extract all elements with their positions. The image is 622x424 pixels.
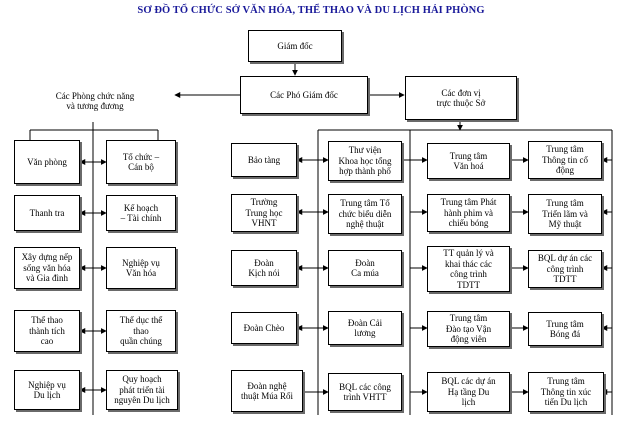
node-functional-departments: Các Phòng chức năng và tương đương: [16, 80, 174, 122]
node-unit-arts-school: Trường Trung học VHNT: [231, 194, 297, 232]
node-unit-cheo: Đoàn Chèo: [231, 312, 297, 344]
node-unit-tourism-infra: BQL các dự án Hạ tầng Du lịch: [427, 372, 510, 412]
node-dept-office: Văn phòng: [14, 140, 80, 184]
node-unit-athlete-training: Trung tâm Đào tạo Vận động viên: [427, 311, 510, 347]
node-affiliated-units: Các đơn vị trực thuộc Sở: [405, 76, 517, 120]
node-unit-football: Trung tâm Bóng đá: [528, 312, 602, 346]
node-dept-mass-sports: Thể dục thể thao quần chúng: [106, 310, 176, 352]
node-dept-planning-finance: Kế hoạch – Tài chính: [106, 195, 176, 231]
node-unit-mobile-info: Trung tâm Thông tin cổ động: [528, 141, 602, 179]
node-unit-library: Thư viện Khoa học tổng hợp thành phố: [328, 141, 402, 181]
node-dept-organization: Tổ chức – Cán bộ: [106, 140, 176, 184]
node-dept-tourism-planning: Quy hoạch phát triển tài nguyên Du lịch: [106, 370, 178, 410]
node-unit-bql-works: BQL các công trình VHTT: [328, 373, 402, 411]
node-unit-tourism-promotion: Trung tâm Thông tin xúc tiến Du lịch: [528, 372, 604, 412]
node-dept-high-performance-sports: Thể thao thành tích cao: [14, 310, 80, 352]
node-unit-sports-projects: BQL dự án các công trình TDTT: [528, 250, 602, 288]
node-director: Giám đốc: [248, 30, 342, 62]
node-unit-museum: Bảo tàng: [231, 143, 297, 177]
node-unit-performance-center: Trung tâm Tổ chức biểu diễn nghệ thuật: [328, 194, 402, 234]
node-deputy-directors: Các Phó Giám đốc: [240, 76, 368, 114]
chart-title: SƠ ĐỒ TỔ CHỨC SỞ VĂN HÓA, THỂ THAO VÀ DU…: [137, 5, 485, 16]
node-unit-exhibition: Trung tâm Triển lãm và Mỹ thuật: [528, 194, 602, 234]
unit-arrows: [296, 157, 612, 395]
node-unit-drama: Đoàn Kịch nói: [231, 250, 297, 286]
node-unit-culture-center: Trung tâm Văn hoá: [427, 143, 510, 179]
node-dept-lifestyle-family: Xây dựng nếp sống văn hóa và Gia đình: [14, 247, 80, 289]
node-unit-puppetry: Đoàn nghệ thuật Múa Rối: [231, 370, 303, 412]
node-dept-inspection: Thanh tra: [14, 195, 80, 231]
node-unit-cai-luong: Đoàn Cải lương: [328, 311, 402, 345]
node-dept-culture: Nghiệp vụ Văn hóa: [106, 247, 176, 289]
node-unit-song-dance: Đoàn Ca múa: [328, 250, 402, 286]
node-unit-film-center: Trung tâm Phát hành phim và chiếu bóng: [427, 194, 510, 232]
node-unit-sports-works-mgmt: TT quản lý và khai thác các công trình T…: [427, 246, 510, 292]
functional-arrows: [79, 159, 107, 393]
node-dept-tourism: Nghiệp vụ Du lịch: [14, 370, 80, 410]
